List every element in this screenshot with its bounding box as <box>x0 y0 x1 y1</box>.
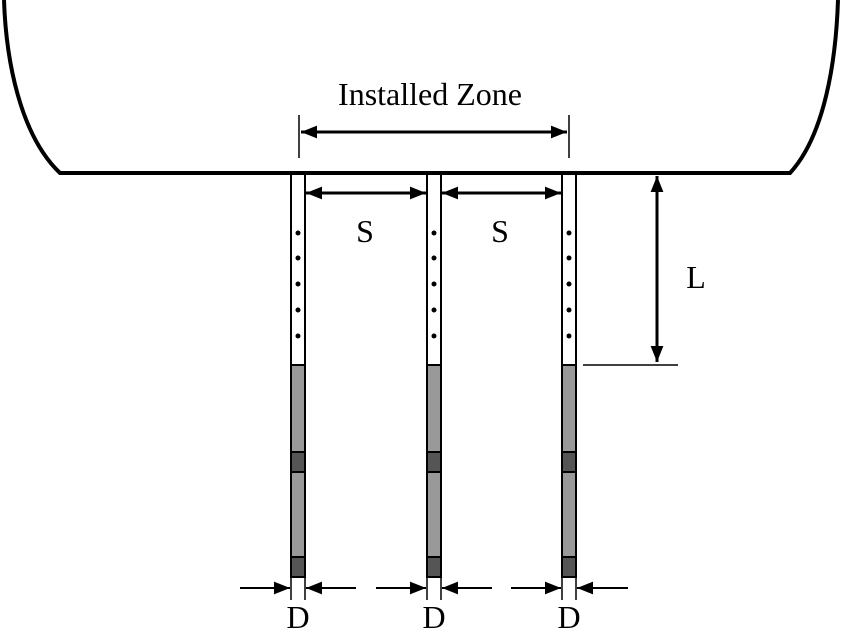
structure-outline <box>2 0 840 175</box>
pile-1-dot <box>295 281 301 287</box>
pile-2-dot <box>431 230 437 236</box>
spacing-label-1: S <box>356 213 374 249</box>
pile-1-coupling-lower <box>290 556 306 578</box>
pile-3-coupling-upper <box>561 451 577 473</box>
installed-zone-label: Installed Zone <box>338 76 522 112</box>
pile-1-coupling-upper <box>290 451 306 473</box>
pile-3-coupling-lower <box>561 556 577 578</box>
pile-2-casing-lower <box>426 471 442 558</box>
pile-2-dot <box>431 281 437 287</box>
pile-3-dot <box>566 307 572 313</box>
pile-2-dot <box>431 255 437 261</box>
pile-1-dot <box>295 230 301 236</box>
diameter-label-3: D <box>557 599 580 635</box>
pile-3-casing-lower <box>561 471 577 558</box>
pile-1-dot <box>295 333 301 339</box>
pile-3-casing-upper <box>561 364 577 453</box>
pile-2-dot <box>431 307 437 313</box>
length-label: L <box>686 259 706 295</box>
pile-1-casing-lower <box>290 471 306 558</box>
diameter-label-1: D <box>286 599 309 635</box>
pile-3-dot <box>566 230 572 236</box>
pile-1-dot <box>295 255 301 261</box>
spacing-label-2: S <box>491 213 509 249</box>
pile-1-dot <box>295 307 301 313</box>
pile-3-dot <box>566 333 572 339</box>
pile-2 <box>426 173 442 578</box>
pile-3 <box>561 173 577 578</box>
pile-2-dot <box>431 333 437 339</box>
pile-2-coupling-lower <box>426 556 442 578</box>
pile-1 <box>290 173 306 578</box>
pile-1-casing-upper <box>290 364 306 453</box>
pile-3-dot <box>566 255 572 261</box>
pile-3-dot <box>566 281 572 287</box>
pile-2-casing-upper <box>426 364 442 453</box>
pile-2-coupling-upper <box>426 451 442 473</box>
diameter-label-2: D <box>422 599 445 635</box>
